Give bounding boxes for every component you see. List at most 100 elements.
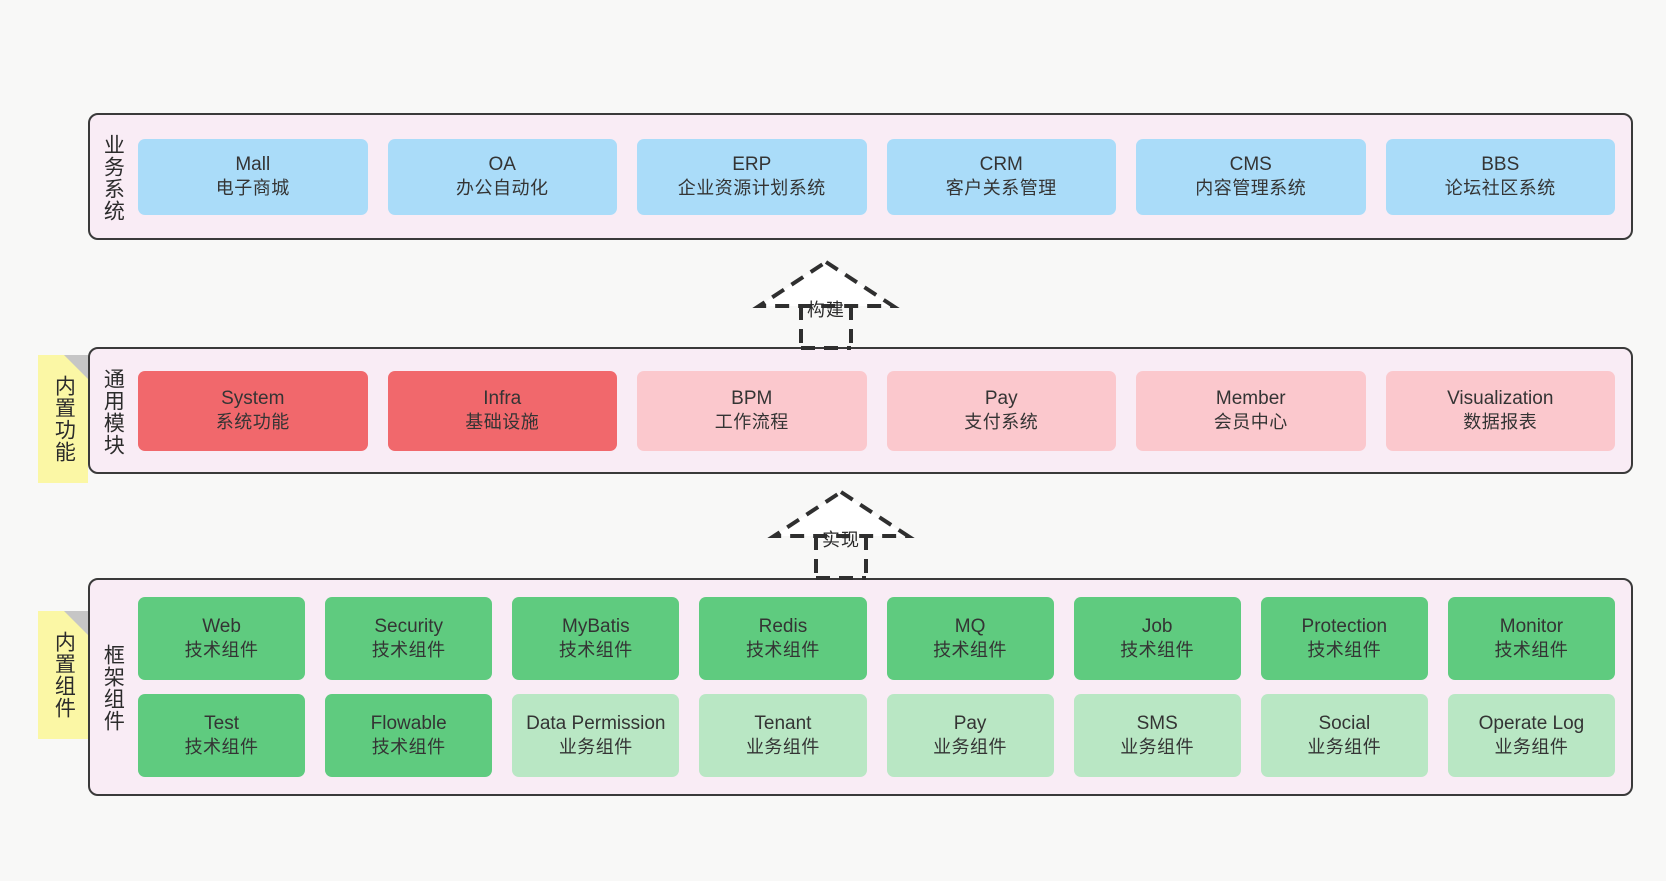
node-title: System: [221, 388, 285, 410]
node-subtitle: 技术组件: [1120, 640, 1195, 661]
layer-framework-components: 框架组件 Web 技术组件 Security 技术组件 MyBatis 技术组件…: [88, 578, 1633, 796]
node-title: BBS: [1481, 154, 1520, 176]
node-title: Monitor: [1499, 616, 1564, 638]
node-row: Mall 电子商城 OA 办公自动化 ERP 企业资源计划系统 CRM 客户关系…: [138, 138, 1615, 215]
node-subtitle: 论坛社区系统: [1444, 178, 1556, 199]
node-bpm[interactable]: BPM 工作流程: [637, 370, 867, 451]
node-job[interactable]: Job 技术组件: [1073, 597, 1241, 680]
layer-body-business-systems: Mall 电子商城 OA 办公自动化 ERP 企业资源计划系统 CRM 客户关系…: [134, 115, 1631, 238]
node-erp[interactable]: ERP 企业资源计划系统: [637, 138, 867, 215]
node-title: OA: [488, 154, 516, 176]
node-mq[interactable]: MQ 技术组件: [886, 597, 1054, 680]
node-title: Flowable: [370, 713, 447, 735]
node-crm[interactable]: CRM 客户关系管理: [886, 138, 1116, 215]
node-title: CMS: [1229, 154, 1272, 176]
node-row: System 系统功能 Infra 基础设施 BPM 工作流程 Pay 支付系统…: [138, 370, 1615, 451]
node-title: Web: [202, 616, 241, 638]
node-subtitle: 企业资源计划系统: [677, 178, 826, 199]
layer-label-business-systems: 业务系统: [101, 133, 125, 222]
node-subtitle: 业务组件: [1494, 737, 1569, 758]
node-title: Infra: [483, 388, 522, 410]
node-subtitle: 客户关系管理: [945, 178, 1057, 199]
layer-business-systems: 业务系统 Mall 电子商城 OA 办公自动化 ERP 企业资源计划系统 CRM…: [88, 113, 1633, 240]
node-mybatis[interactable]: MyBatis 技术组件: [512, 597, 680, 680]
node-subtitle: 技术组件: [184, 737, 259, 758]
node-title: SMS: [1136, 713, 1178, 735]
sticky-note-builtin-components: 内置组件: [38, 611, 88, 739]
node-title: CRM: [979, 154, 1023, 176]
node-title: Test: [204, 713, 239, 735]
node-infra[interactable]: Infra 基础设施: [387, 370, 617, 451]
node-subtitle: 内容管理系统: [1195, 178, 1307, 199]
node-subtitle: 数据报表: [1463, 412, 1538, 433]
node-row: Test 技术组件 Flowable 技术组件 Data Permission …: [138, 694, 1615, 777]
node-bbs[interactable]: BBS 论坛社区系统: [1385, 138, 1615, 215]
node-title: Data Permission: [526, 713, 666, 735]
node-subtitle: 会员中心: [1213, 412, 1288, 433]
layer-label-common-modules: 通用模块: [101, 367, 125, 456]
layer-body-common-modules: System 系统功能 Infra 基础设施 BPM 工作流程 Pay 支付系统…: [134, 349, 1631, 472]
node-subtitle: 技术组件: [558, 640, 633, 661]
node-subtitle: 业务组件: [1120, 737, 1195, 758]
node-protection[interactable]: Protection 技术组件: [1260, 597, 1428, 680]
node-oa[interactable]: OA 办公自动化: [387, 138, 617, 215]
layer-body-framework-components: Web 技术组件 Security 技术组件 MyBatis 技术组件 Redi…: [134, 580, 1631, 794]
node-subtitle: 支付系统: [964, 412, 1039, 433]
node-subtitle: 技术组件: [745, 640, 820, 661]
node-title: Member: [1215, 388, 1286, 410]
node-web[interactable]: Web 技术组件: [138, 597, 306, 680]
layer-common-modules: 通用模块 System 系统功能 Infra 基础设施 BPM 工作流程 Pay…: [88, 347, 1633, 474]
node-monitor[interactable]: Monitor 技术组件: [1447, 597, 1615, 680]
node-security[interactable]: Security 技术组件: [325, 597, 493, 680]
node-row: Web 技术组件 Security 技术组件 MyBatis 技术组件 Redi…: [138, 597, 1615, 680]
node-title: Operate Log: [1478, 713, 1585, 735]
folded-corner-icon: [64, 611, 88, 635]
node-title: Mall: [235, 154, 271, 176]
generalization-arrowhead: [752, 259, 900, 308]
connector-implement: 实现: [767, 488, 915, 580]
node-title: Protection: [1301, 616, 1388, 638]
node-mall[interactable]: Mall 电子商城: [138, 138, 368, 215]
node-subtitle: 工作流程: [714, 412, 789, 433]
node-operate-log[interactable]: Operate Log 业务组件: [1447, 694, 1615, 777]
node-title: Pay: [984, 388, 1018, 410]
node-title: Visualization: [1447, 388, 1554, 410]
node-title: MyBatis: [562, 616, 630, 638]
node-member[interactable]: Member 会员中心: [1136, 370, 1366, 451]
node-subtitle: 技术组件: [1494, 640, 1569, 661]
connector-stem: [814, 536, 868, 580]
node-redis[interactable]: Redis 技术组件: [699, 597, 867, 680]
sticky-note-label: 内置功能: [52, 375, 76, 463]
node-title: BPM: [731, 388, 773, 410]
sticky-note-builtin-features: 内置功能: [38, 355, 88, 483]
node-pay-business[interactable]: Pay 业务组件: [886, 694, 1054, 777]
node-flowable[interactable]: Flowable 技术组件: [325, 694, 493, 777]
node-subtitle: 业务组件: [1307, 737, 1382, 758]
node-subtitle: 技术组件: [1307, 640, 1382, 661]
sticky-note-label: 内置组件: [52, 631, 76, 719]
node-sms[interactable]: SMS 业务组件: [1073, 694, 1241, 777]
node-title: Social: [1318, 713, 1371, 735]
node-subtitle: 系统功能: [215, 412, 290, 433]
node-title: Tenant: [754, 713, 812, 735]
node-subtitle: 技术组件: [933, 640, 1008, 661]
node-visualization[interactable]: Visualization 数据报表: [1385, 370, 1615, 451]
node-title: ERP: [732, 154, 772, 176]
layer-label-framework-components: 框架组件: [101, 644, 125, 732]
node-social[interactable]: Social 业务组件: [1260, 694, 1428, 777]
node-system[interactable]: System 系统功能: [138, 370, 368, 451]
node-title: Pay: [953, 713, 987, 735]
node-tenant[interactable]: Tenant 业务组件: [699, 694, 867, 777]
node-subtitle: 基础设施: [465, 412, 540, 433]
node-title: Job: [1141, 616, 1173, 638]
node-pay[interactable]: Pay 支付系统: [886, 370, 1116, 451]
node-data-permission[interactable]: Data Permission 业务组件: [512, 694, 680, 777]
node-title: MQ: [954, 616, 986, 638]
node-test[interactable]: Test 技术组件: [138, 694, 306, 777]
node-subtitle: 电子商城: [215, 178, 290, 199]
node-title: Redis: [758, 616, 808, 638]
node-cms[interactable]: CMS 内容管理系统: [1136, 138, 1366, 215]
connector-build: 构建: [752, 258, 900, 350]
node-subtitle: 办公自动化: [456, 178, 549, 199]
